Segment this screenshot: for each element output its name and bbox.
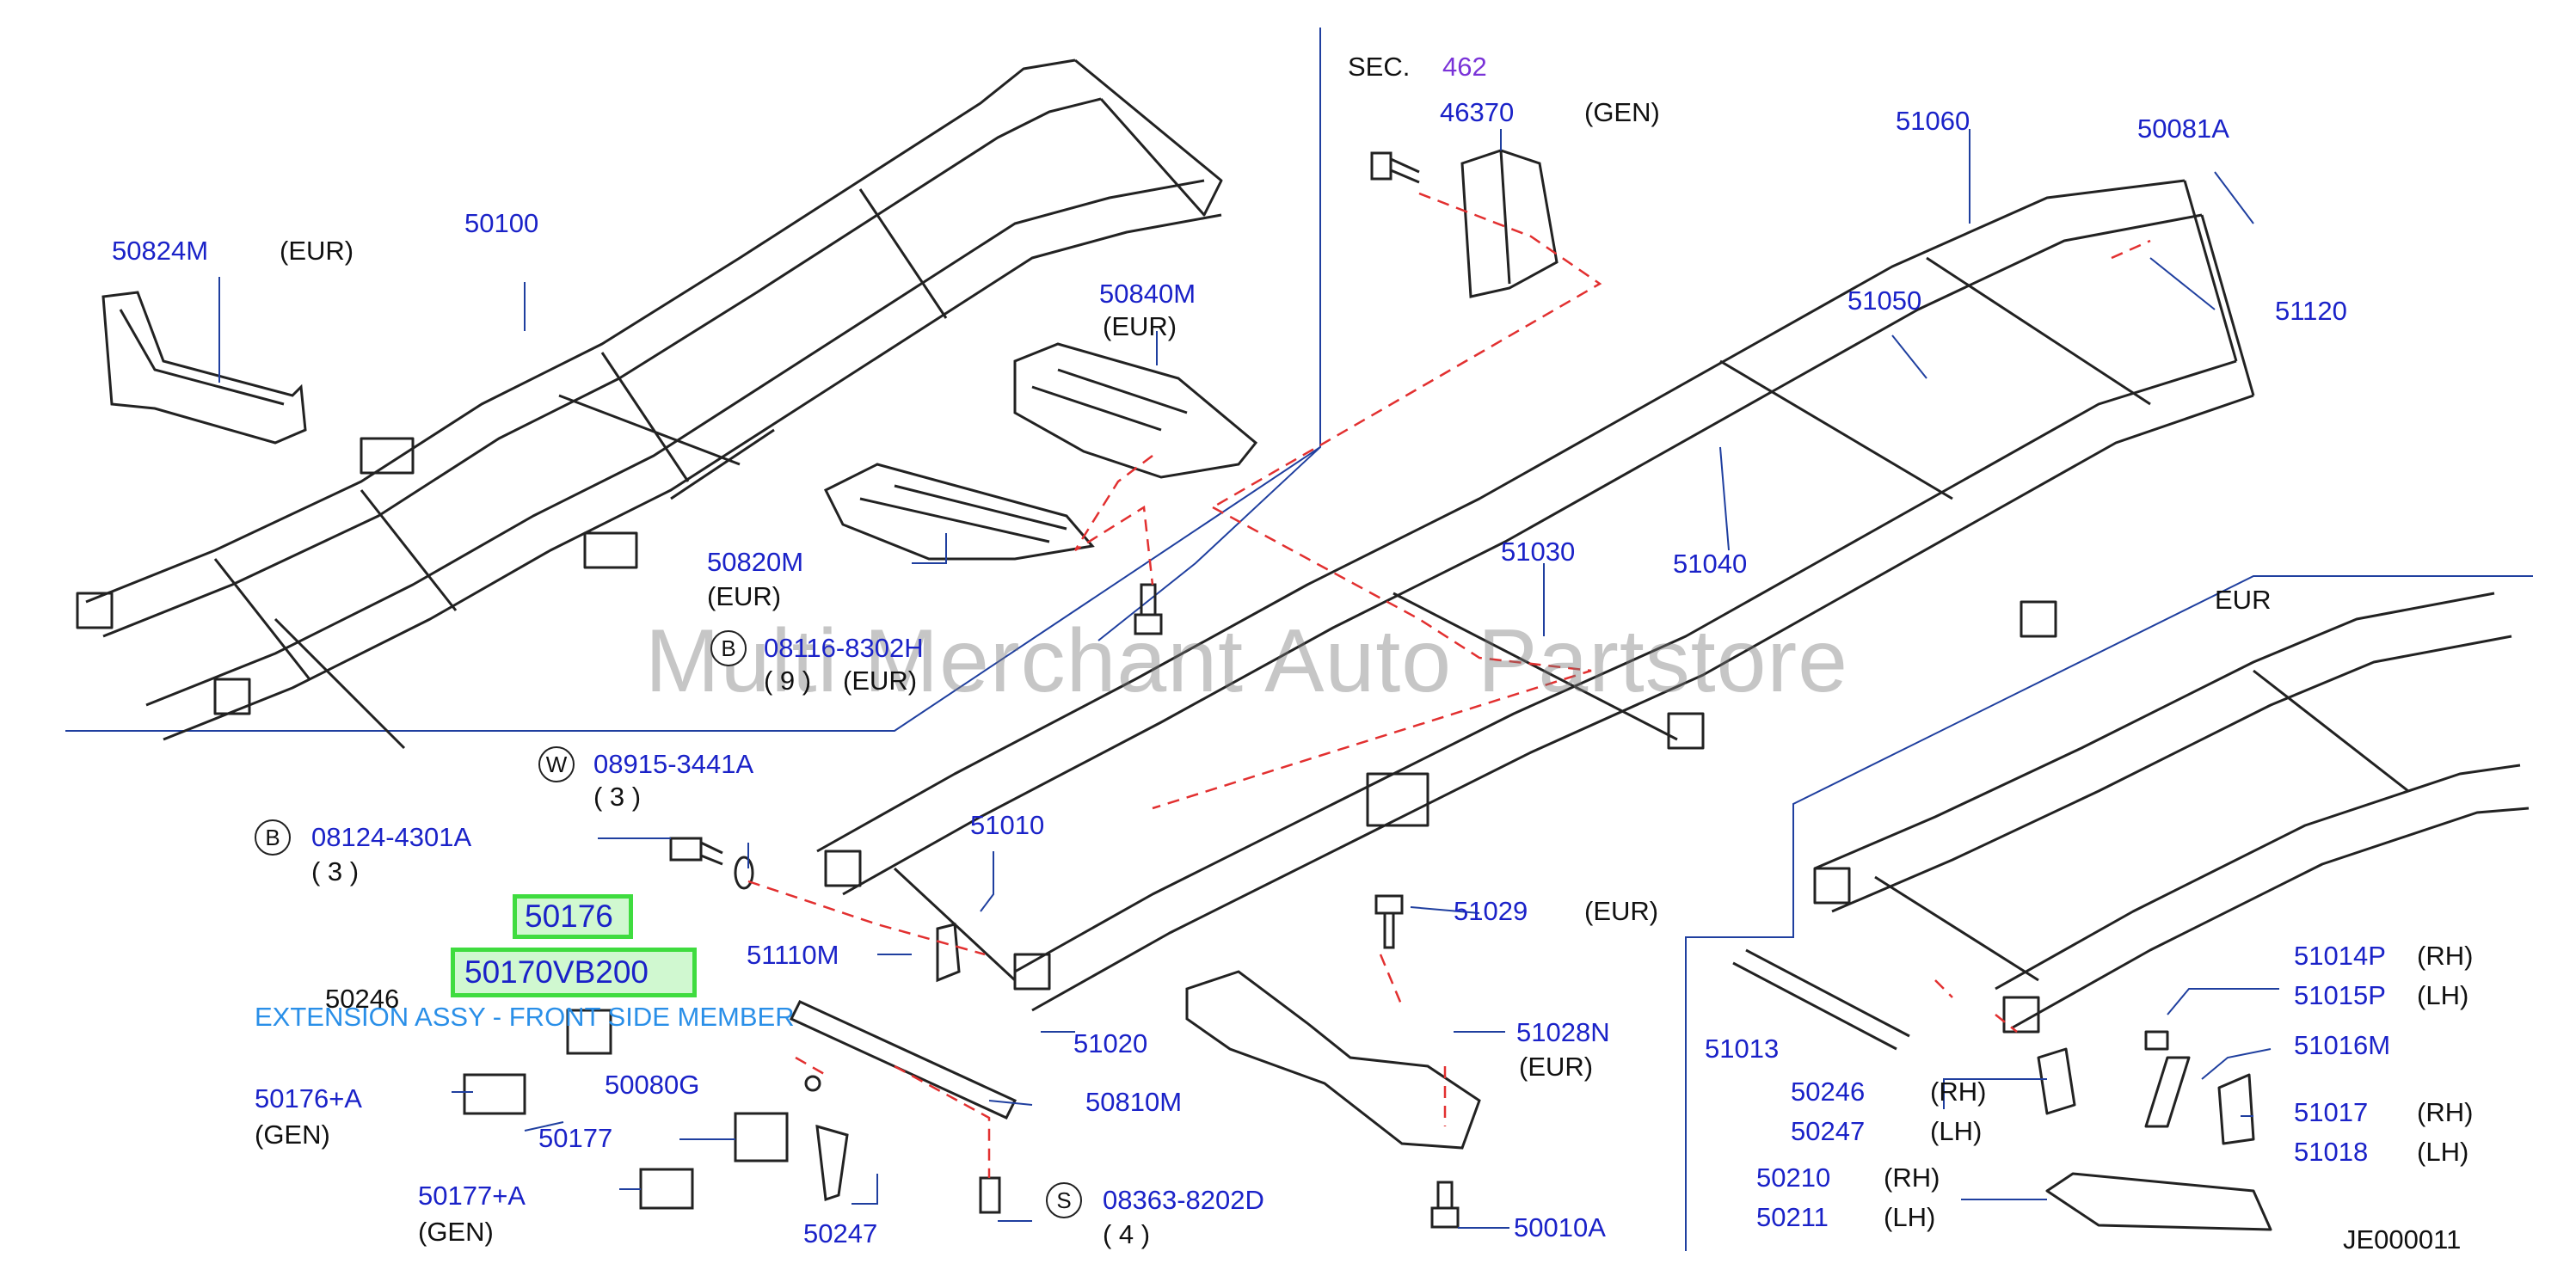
- divider-line-eur: [1685, 575, 2533, 1251]
- bolt-type-circle-w: W: [538, 746, 575, 782]
- highlight-box-search-code[interactable]: [451, 948, 697, 997]
- callout-line: [1097, 446, 1321, 641]
- part-label-50824M[interactable]: 50824M: [112, 236, 209, 266]
- side-50210-rh: (RH): [1884, 1163, 1940, 1193]
- side-51015P-lh: (LH): [2417, 980, 2469, 1010]
- part-50840M: [1013, 342, 1258, 479]
- part-label-51029[interactable]: 51029: [1454, 896, 1528, 926]
- part-label-50010A[interactable]: 50010A: [1514, 1212, 1606, 1242]
- part-label-51110M[interactable]: 51110M: [747, 940, 839, 970]
- part-label-50177[interactable]: 50177: [538, 1123, 613, 1153]
- part-label-51018-lh[interactable]: 51018: [2294, 1137, 2369, 1167]
- part-label-50246-rh[interactable]: 50246: [1791, 1077, 1866, 1107]
- side-51018-lh: (LH): [2417, 1137, 2469, 1167]
- part-label-50211-lh[interactable]: 50211: [1756, 1202, 1829, 1232]
- part-label-50081A[interactable]: 50081A: [2137, 113, 2229, 144]
- side-50247-lh: (LH): [1930, 1116, 1983, 1146]
- side-50246-rh: (RH): [1930, 1077, 1987, 1107]
- part-label-50840M[interactable]: 50840M: [1099, 279, 1196, 309]
- part-label-51016M[interactable]: 51016M: [2294, 1030, 2391, 1060]
- note-50177-plus-a: (GEN): [418, 1217, 494, 1247]
- part-label-50210-rh[interactable]: 50210: [1756, 1163, 1831, 1193]
- section-link-462[interactable]: 462: [1442, 52, 1487, 82]
- part-label-50820M[interactable]: 50820M: [707, 547, 804, 577]
- highlighted-search-code[interactable]: 50170VB200: [464, 954, 649, 990]
- part-51020: [1185, 970, 1481, 1150]
- diagram-code: JE000011: [2343, 1224, 2462, 1255]
- part-label-51010[interactable]: 51010: [970, 810, 1045, 840]
- note-51029: (EUR): [1584, 896, 1659, 926]
- highlighted-part-number[interactable]: 50176: [525, 899, 613, 934]
- side-50211-lh: (LH): [1884, 1202, 1936, 1232]
- part-label-50810M[interactable]: 50810M: [1085, 1087, 1183, 1117]
- part-50820M: [823, 463, 1095, 561]
- part-label-08915-3441A[interactable]: 08915-3441A: [593, 749, 754, 779]
- frame-upper-left: [76, 58, 1223, 750]
- part-label-51120[interactable]: 51120: [2275, 296, 2347, 326]
- part-label-46370[interactable]: 46370: [1440, 97, 1515, 127]
- side-51017-rh: (RH): [2417, 1097, 2474, 1127]
- part-label-51040[interactable]: 51040: [1673, 549, 1748, 579]
- bolt-type-circle-b: B: [710, 630, 747, 666]
- part-label-50246[interactable]: 50246: [325, 984, 400, 1014]
- guide-lines: [747, 192, 2151, 1178]
- side-51014P-rh: (RH): [2417, 941, 2474, 971]
- note-50824M: (EUR): [280, 236, 354, 266]
- note-51028N: (EUR): [1519, 1052, 1594, 1082]
- part-label-08116-8302H[interactable]: 08116-8302H: [764, 633, 924, 663]
- part-label-50247-lh[interactable]: 50247: [1791, 1116, 1866, 1146]
- part-label-50080G[interactable]: 50080G: [605, 1070, 700, 1100]
- frame-main: [816, 179, 2255, 1012]
- part-label-50176-plus-a[interactable]: 50176+A: [255, 1083, 362, 1113]
- part-50824M: [101, 291, 307, 445]
- part-label-51060[interactable]: 51060: [1896, 106, 1970, 136]
- part-label-51028N[interactable]: 51028N: [1516, 1017, 1610, 1047]
- part-label-50247[interactable]: 50247: [803, 1218, 878, 1248]
- part-label-51013[interactable]: 51013: [1705, 1034, 1780, 1064]
- highlighted-part-description: EXTENSION ASSY - FRONT SIDE MEMBER: [255, 1002, 795, 1032]
- part-label-51050[interactable]: 51050: [1847, 285, 1922, 316]
- bolt-sec462: [1370, 151, 1420, 184]
- highlight-box-part-number[interactable]: [513, 894, 633, 939]
- part-label-51020[interactable]: 51020: [1073, 1028, 1148, 1058]
- bolts-bottom: [1134, 583, 1460, 1229]
- leader-lines: [218, 129, 2279, 1229]
- watermark-text: Multi Merchant Auto Partstore: [645, 611, 1848, 711]
- qty-08915-3441A: ( 3 ): [593, 782, 642, 812]
- eur-panel-title: EUR: [2215, 585, 2272, 615]
- note-50820M: (EUR): [707, 581, 782, 611]
- note-08116-8302H: (EUR): [843, 666, 918, 696]
- part-label-51015P-lh[interactable]: 51015P: [2294, 980, 2386, 1010]
- qty-08116-8302H: ( 9 ): [764, 666, 812, 696]
- part-label-08124-4301A[interactable]: 08124-4301A: [311, 822, 472, 852]
- part-label-51030[interactable]: 51030: [1501, 537, 1576, 567]
- part-label-50177-plus-a[interactable]: 50177+A: [418, 1181, 526, 1211]
- part-label-08363-8202D[interactable]: 08363-8202D: [1103, 1185, 1264, 1215]
- part-label-51017-rh[interactable]: 51017: [2294, 1097, 2369, 1127]
- qty-08363-8202D: ( 4 ): [1103, 1219, 1151, 1249]
- part-label-50100[interactable]: 50100: [464, 208, 539, 238]
- bolt-type-circle-b-2: B: [255, 819, 291, 856]
- section-prefix: SEC.: [1348, 52, 1411, 82]
- divider-line-upper: [65, 28, 1321, 732]
- frame-eur: [1732, 592, 2530, 1231]
- bolt-type-circle-s: S: [1046, 1182, 1082, 1218]
- part-label-51014P-rh[interactable]: 51014P: [2294, 941, 2386, 971]
- note-50176-plus-a: (GEN): [255, 1120, 330, 1150]
- note-50840M: (EUR): [1103, 311, 1177, 341]
- note-46370: (GEN): [1584, 97, 1660, 127]
- qty-08124-4301A: ( 3 ): [311, 856, 360, 886]
- part-46370: [1460, 149, 1559, 298]
